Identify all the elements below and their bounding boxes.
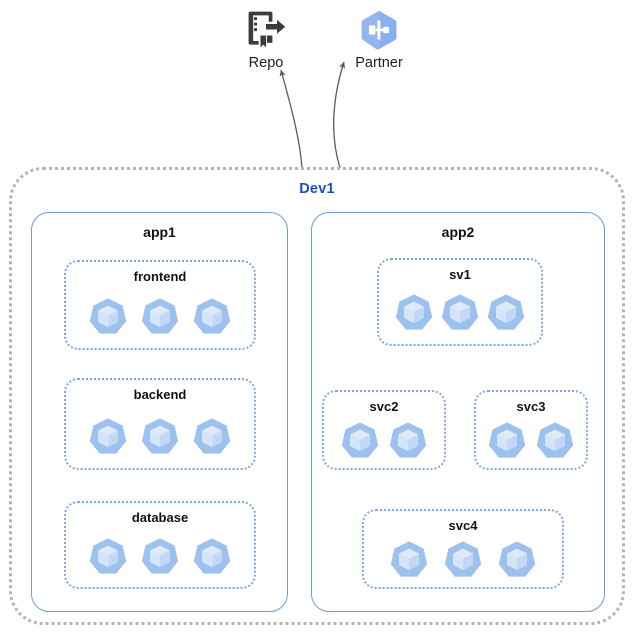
pod-icon[interactable] [443,539,483,579]
external-node-repo[interactable]: Repo [221,8,311,72]
pod-icon[interactable] [340,420,380,460]
pod-icon[interactable] [88,416,128,456]
pod-icon[interactable] [88,536,128,576]
service-label: svc2 [369,399,399,414]
service-box-sv1[interactable]: sv1 [377,258,543,346]
service-label: frontend [133,269,187,284]
service-label: backend [133,387,187,402]
app-label: app1 [143,224,176,240]
service-box-svc4[interactable]: svc4 [362,509,564,589]
app-label: app2 [441,224,475,240]
pod-row [66,296,254,336]
service-box-frontend[interactable]: frontend [64,260,256,350]
pod-icon[interactable] [486,292,526,332]
external-node-label: Repo [248,55,284,71]
service-label: svc3 [516,399,546,414]
pod-icon[interactable] [88,296,128,336]
partner-hexagon-icon [361,10,397,50]
service-label: sv1 [449,267,471,282]
pod-icon[interactable] [140,416,180,456]
pod-icon[interactable] [388,420,428,460]
service-label: svc4 [448,518,478,533]
external-node-label: Partner [355,55,403,71]
service-box-backend[interactable]: backend [64,378,256,470]
pod-icon[interactable] [192,536,232,576]
service-box-database[interactable]: database [64,501,256,589]
connector-dev1-to-repo [279,69,303,169]
pod-row [476,420,586,460]
pod-icon[interactable] [192,296,232,336]
pod-row [66,536,254,576]
pod-row [66,416,254,456]
external-node-partner[interactable]: Partner [334,8,424,72]
service-label: database [131,510,189,525]
pod-icon[interactable] [192,416,232,456]
pod-row [379,292,541,332]
cluster-dev1[interactable]: Dev1 [9,167,625,625]
connector-dev1-to-partner [332,61,346,169]
pod-icon[interactable] [535,420,575,460]
service-box-svc3[interactable]: svc3 [474,390,588,470]
service-box-svc2[interactable]: svc2 [322,390,446,470]
pod-icon[interactable] [497,539,537,579]
pod-row [324,420,444,460]
pod-icon[interactable] [487,420,527,460]
pod-icon[interactable] [394,292,434,332]
repository-icon [248,11,286,48]
pod-icon[interactable] [389,539,429,579]
pod-icon[interactable] [140,536,180,576]
pod-icon[interactable] [140,296,180,336]
pod-icon[interactable] [440,292,480,332]
pod-row [364,539,562,579]
cluster-label: Dev1 [299,181,335,197]
